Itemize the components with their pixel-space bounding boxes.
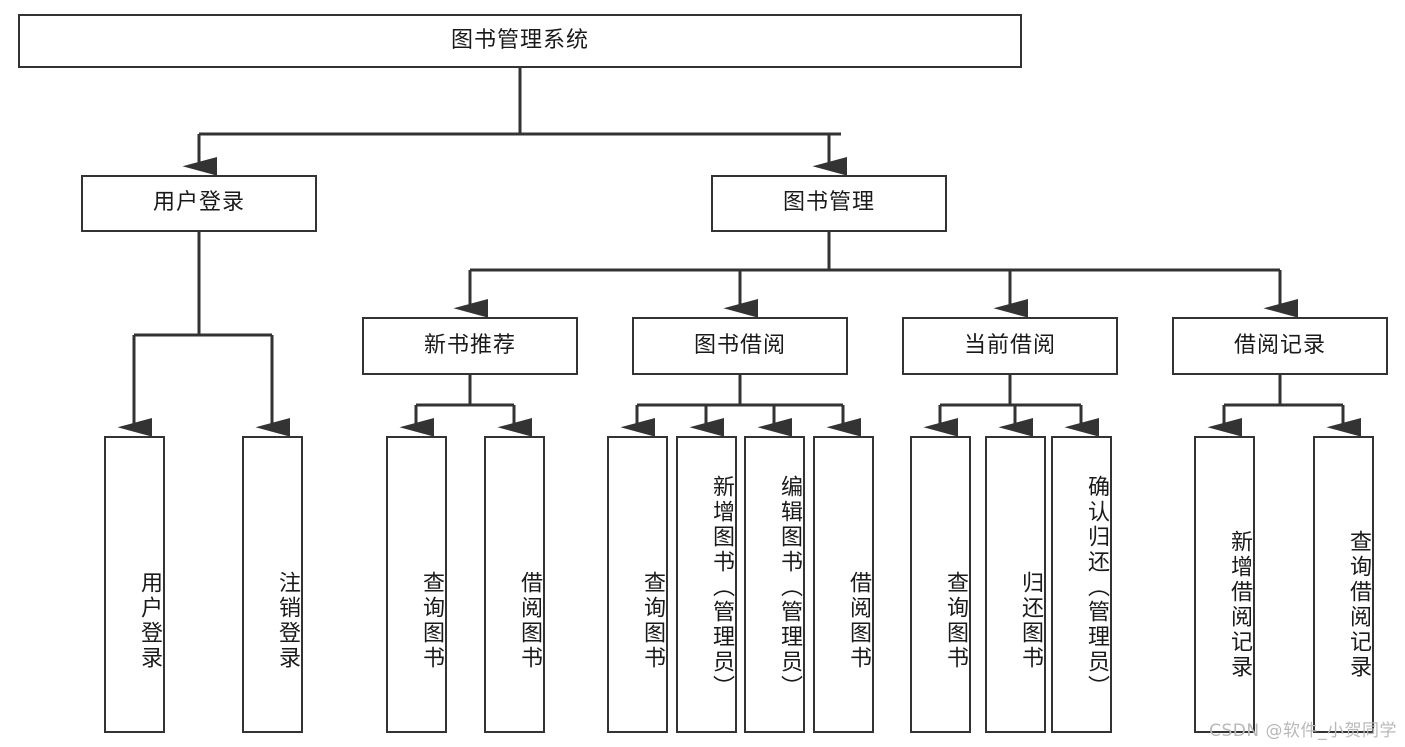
node-user-login[interactable]: 用户登录 bbox=[81, 175, 317, 232]
node-leaf-add-book-label: 新增图书（管理员） bbox=[709, 475, 734, 700]
node-leaf-confirm-return-label: 确认归还（管理员） bbox=[1084, 475, 1109, 700]
node-leaf-add-book[interactable]: 新增图书（管理员） bbox=[676, 436, 737, 733]
node-leaf-query-borrow-record-label: 查询借阅记录 bbox=[1346, 529, 1371, 680]
node-root[interactable]: 图书管理系统 bbox=[18, 14, 1022, 68]
node-root-label: 图书管理系统 bbox=[450, 27, 589, 53]
node-leaf-borrow-book-1[interactable]: 借阅图书 bbox=[484, 436, 545, 733]
node-leaf-query-book-3-label: 查询图书 bbox=[943, 570, 968, 671]
node-leaf-return-book[interactable]: 归还图书 bbox=[985, 436, 1046, 733]
node-leaf-borrow-book-2-label: 借阅图书 bbox=[846, 570, 871, 671]
node-leaf-add-borrow-record-label: 新增借阅记录 bbox=[1227, 529, 1252, 680]
node-current-borrow-label: 当前借阅 bbox=[963, 332, 1056, 358]
node-leaf-query-book-1[interactable]: 查询图书 bbox=[386, 436, 447, 733]
node-book-manage-label: 图书管理 bbox=[782, 190, 875, 216]
node-book-borrow[interactable]: 图书借阅 bbox=[632, 317, 848, 375]
node-borrow-record-label: 借阅记录 bbox=[1233, 332, 1326, 358]
node-leaf-query-book-3[interactable]: 查询图书 bbox=[910, 436, 971, 733]
node-book-manage[interactable]: 图书管理 bbox=[711, 175, 947, 232]
node-leaf-logout-label: 注销登录 bbox=[275, 570, 300, 671]
node-current-borrow[interactable]: 当前借阅 bbox=[902, 317, 1118, 375]
node-leaf-confirm-return[interactable]: 确认归还（管理员） bbox=[1051, 436, 1112, 733]
node-leaf-edit-book[interactable]: 编辑图书（管理员） bbox=[744, 436, 805, 733]
node-leaf-add-borrow-record[interactable]: 新增借阅记录 bbox=[1194, 436, 1255, 733]
node-leaf-borrow-book-2[interactable]: 借阅图书 bbox=[813, 436, 874, 733]
node-user-login-label: 用户登录 bbox=[152, 190, 245, 216]
node-leaf-query-book-1-label: 查询图书 bbox=[419, 570, 444, 671]
node-new-book-recommend[interactable]: 新书推荐 bbox=[362, 317, 578, 375]
watermark: CSDN @软件_小贺同学 bbox=[1209, 721, 1397, 741]
node-leaf-edit-book-label: 编辑图书（管理员） bbox=[777, 475, 802, 700]
node-leaf-logout[interactable]: 注销登录 bbox=[242, 436, 303, 733]
node-leaf-query-borrow-record[interactable]: 查询借阅记录 bbox=[1313, 436, 1374, 733]
node-leaf-user-login-label: 用户登录 bbox=[137, 570, 162, 671]
node-book-borrow-label: 图书借阅 bbox=[693, 332, 786, 358]
node-leaf-query-book-2-label: 查询图书 bbox=[640, 570, 665, 671]
node-leaf-user-login[interactable]: 用户登录 bbox=[104, 436, 165, 733]
node-new-book-recommend-label: 新书推荐 bbox=[423, 332, 516, 358]
node-borrow-record[interactable]: 借阅记录 bbox=[1172, 317, 1388, 375]
node-leaf-return-book-label: 归还图书 bbox=[1018, 570, 1043, 671]
node-leaf-borrow-book-1-label: 借阅图书 bbox=[517, 570, 542, 671]
node-leaf-query-book-2[interactable]: 查询图书 bbox=[607, 436, 668, 733]
